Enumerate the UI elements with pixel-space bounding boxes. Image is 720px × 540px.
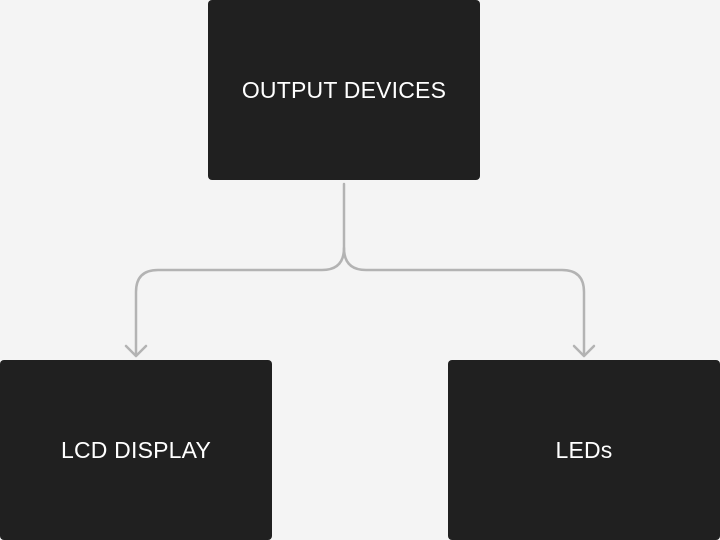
node-leds-label: LEDs xyxy=(555,436,613,463)
node-output-devices-label: OUTPUT DEVICES xyxy=(241,76,447,103)
connector-root-to-lcd-display xyxy=(134,182,346,357)
arrowhead-lcd-display xyxy=(124,344,148,358)
connector-root-to-leds xyxy=(342,246,586,357)
node-leds: LEDs xyxy=(448,360,720,540)
node-lcd-display-label: LCD DISPLAY xyxy=(60,436,212,463)
arrowhead-leds xyxy=(572,344,596,358)
node-output-devices: OUTPUT DEVICES xyxy=(208,0,480,180)
node-lcd-display: LCD DISPLAY xyxy=(0,360,272,540)
